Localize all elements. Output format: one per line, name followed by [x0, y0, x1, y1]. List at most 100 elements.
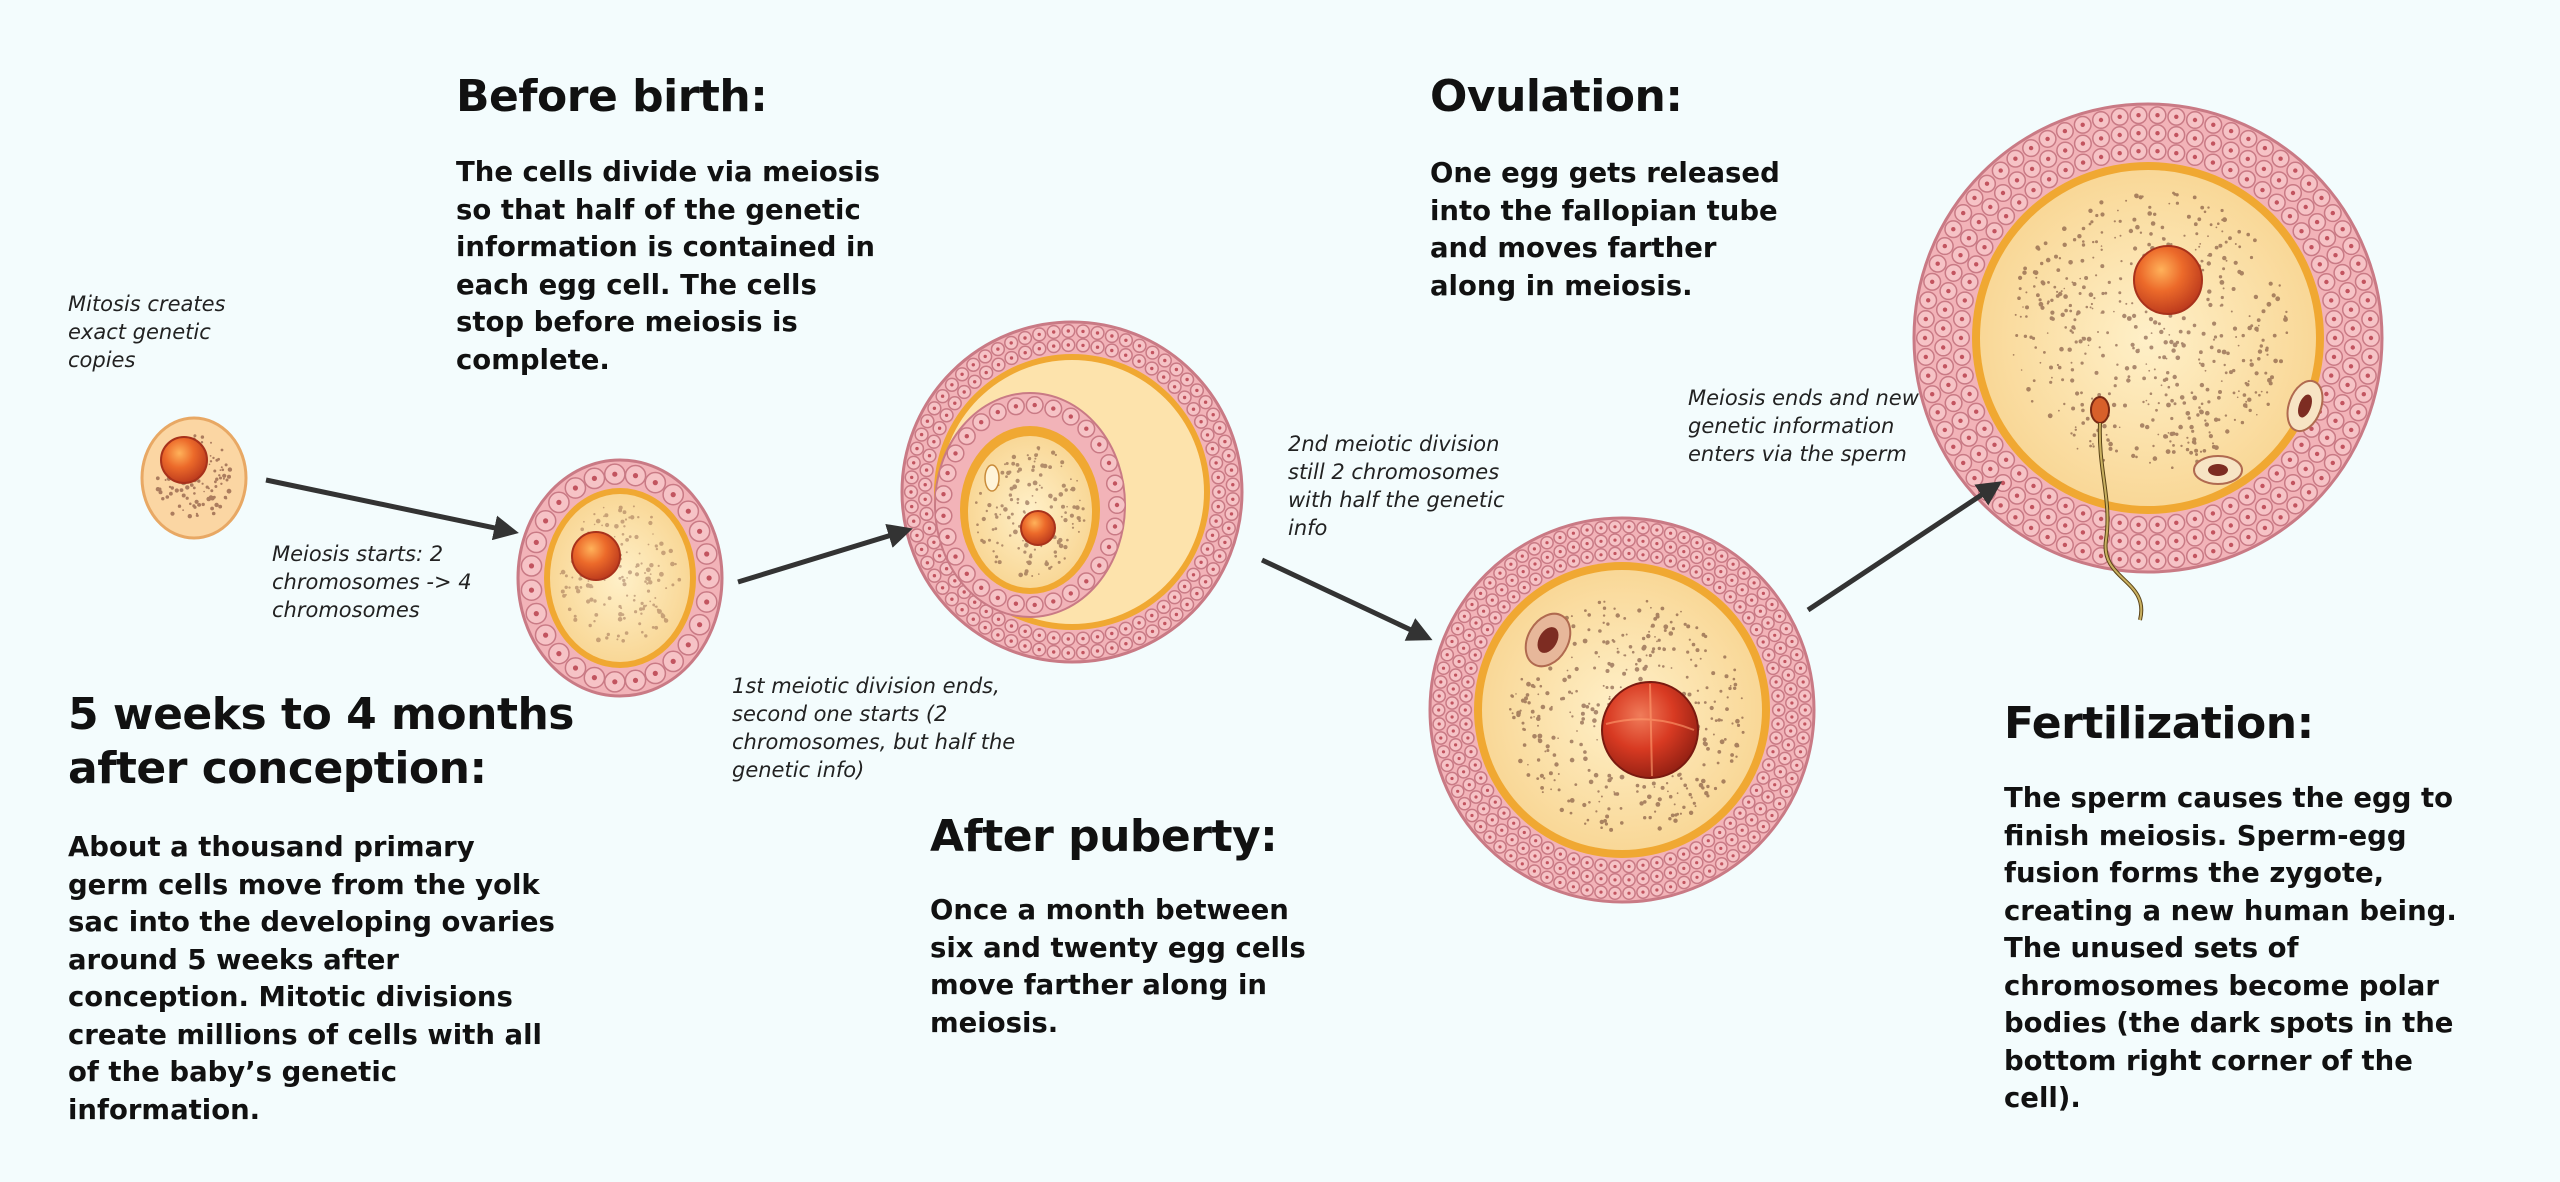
follicle-cell-nucleus — [1766, 621, 1770, 625]
arrow-1 — [265, 477, 519, 541]
speckle — [2081, 408, 2085, 413]
speckle — [2284, 316, 2288, 320]
speckle — [628, 516, 631, 519]
follicle-cell-nucleus — [1801, 736, 1805, 740]
speckle — [1576, 730, 1578, 732]
speckle — [2224, 240, 2228, 244]
follicle-cell-nucleus — [1803, 722, 1807, 726]
follicle-cell-nucleus — [2000, 480, 2006, 486]
speckle — [2182, 401, 2187, 405]
follicle-cell-nucleus — [1786, 743, 1790, 747]
speckle — [1608, 697, 1611, 701]
speckle — [2153, 376, 2157, 380]
speckle — [1527, 701, 1531, 705]
speckle — [630, 515, 635, 520]
follicle-cell-nucleus — [2361, 392, 2366, 397]
follicle-cell-nucleus — [2136, 558, 2141, 563]
first-division-note: 1st meiotic division ends, second one st… — [732, 674, 1016, 782]
speckle — [1029, 553, 1033, 556]
follicle-cell-nucleus — [1218, 426, 1222, 430]
speckle — [1546, 749, 1550, 752]
speckle — [2249, 362, 2254, 367]
follicle-cell-nucleus — [1695, 875, 1699, 879]
follicle-cell-nucleus — [1777, 708, 1781, 712]
speckle — [2169, 243, 2173, 246]
speckle — [2260, 390, 2263, 393]
follicle-cell-nucleus — [1498, 571, 1502, 575]
follicle-cell-nucleus — [1445, 763, 1449, 767]
speckle — [2040, 261, 2044, 266]
speckle — [1639, 801, 1644, 806]
follicle-cell-nucleus — [927, 526, 932, 530]
speckle — [626, 594, 629, 597]
speckle — [564, 574, 568, 578]
follicle-cell-nucleus — [1803, 694, 1807, 698]
speckle — [2061, 378, 2065, 382]
follicle-cell-nucleus — [971, 617, 975, 621]
speckle — [2272, 333, 2277, 338]
follicle-cell-nucleus — [2014, 178, 2020, 183]
speckle — [2194, 448, 2199, 453]
speckle — [1588, 702, 1591, 705]
follicle-cell-nucleus — [1998, 168, 2003, 173]
follicle-cell-nucleus — [1450, 776, 1454, 781]
speckle — [1596, 703, 1600, 707]
speckle — [2275, 296, 2281, 302]
speckle — [1557, 737, 1559, 739]
speckle — [2015, 334, 2019, 337]
follicle-cell-nucleus — [1789, 687, 1793, 691]
speckle — [2050, 298, 2054, 302]
follicle-cell-nucleus — [1742, 845, 1746, 849]
speckle — [671, 583, 675, 587]
speckle — [2247, 397, 2252, 402]
before-birth-heading: Before birth: — [456, 71, 768, 122]
follicle-cell-nucleus — [2314, 219, 2320, 225]
speckle — [1651, 650, 1655, 654]
speckle — [2159, 329, 2164, 335]
follicle-cell-nucleus — [1488, 835, 1492, 839]
speckle — [1657, 826, 1662, 831]
speckle — [623, 525, 626, 528]
speckle — [617, 617, 623, 622]
follicle-cell-nucleus — [2192, 553, 2198, 559]
speckle — [2151, 418, 2155, 422]
follicle-cell-nucleus — [1992, 442, 1997, 447]
speckle — [2200, 402, 2204, 406]
speckle — [1642, 785, 1647, 789]
speckle — [2139, 231, 2143, 234]
speckle — [1648, 653, 1652, 658]
speckle — [2220, 295, 2224, 300]
speckle — [1721, 779, 1726, 784]
speckle — [1653, 786, 1656, 788]
speckle — [657, 609, 662, 614]
speckle — [2068, 305, 2071, 307]
follicle-cells-ring-3 — [903, 323, 1240, 661]
speckle — [2047, 413, 2053, 419]
follicle-cell-nucleus — [964, 434, 969, 439]
speckle — [1031, 575, 1034, 577]
follicle-cell-nucleus — [2332, 335, 2338, 341]
speckle — [2088, 222, 2092, 226]
speckle — [2152, 456, 2158, 461]
speckle — [210, 489, 214, 493]
speckle — [2097, 331, 2099, 333]
follicle-cell-nucleus — [1185, 377, 1189, 382]
speckle — [2206, 261, 2211, 266]
speckle — [1683, 783, 1687, 788]
follicle-cell-nucleus — [2080, 530, 2086, 535]
speckle — [1628, 645, 1633, 649]
follicle-cell-nucleus — [919, 547, 924, 552]
speckle — [2167, 385, 2171, 389]
speckle — [1602, 640, 1606, 644]
speckle — [2051, 376, 2053, 379]
speckle — [2092, 256, 2095, 259]
speckle — [2113, 384, 2117, 388]
follicle-cell-nucleus — [1951, 400, 1956, 406]
speckle — [1605, 814, 1610, 819]
follicle-cell-nucleus — [2117, 557, 2122, 562]
speckle — [1663, 624, 1669, 630]
speckle — [1510, 694, 1514, 698]
speckle — [2172, 191, 2175, 195]
follicle-cell-nucleus — [2174, 132, 2179, 138]
follicle-cell-nucleus — [1162, 605, 1166, 609]
